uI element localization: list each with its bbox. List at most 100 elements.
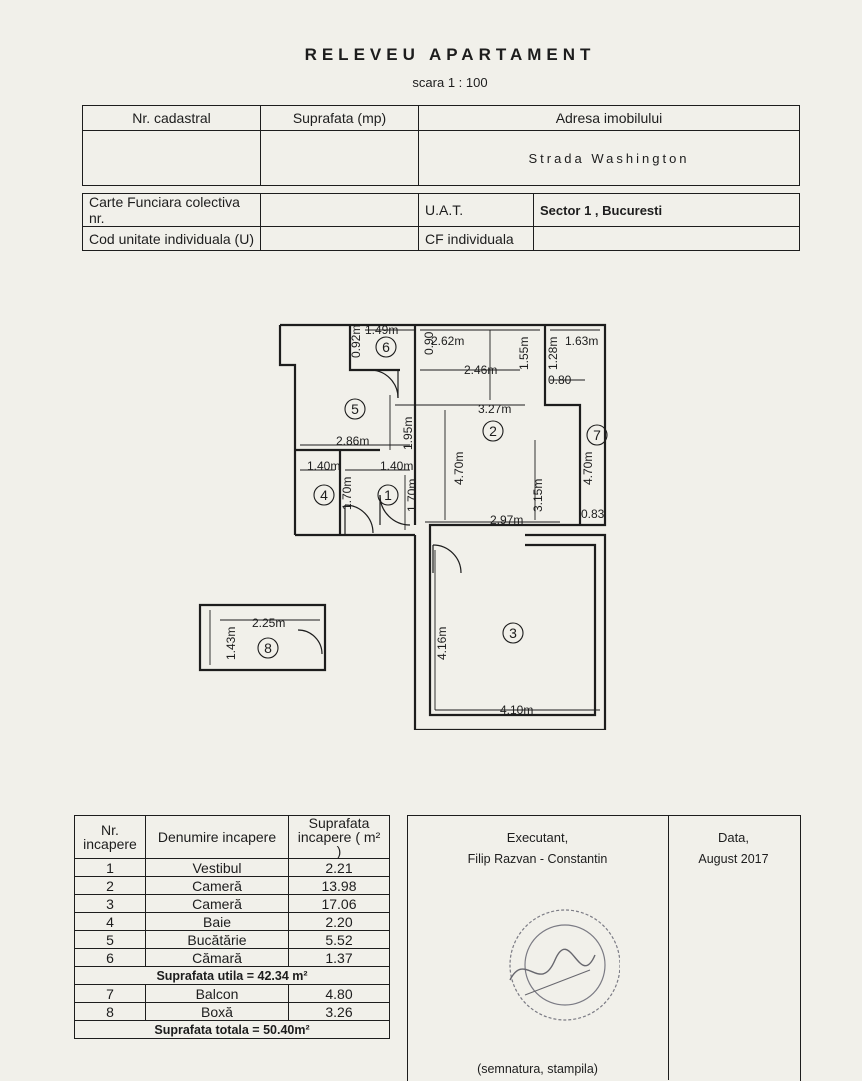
room-area: 5.52 [288, 930, 390, 949]
table-row: 1 Vestibul 2.21 [74, 858, 390, 877]
col-room-name: Denumire incapere [145, 815, 289, 859]
room-name: Boxă [145, 1002, 289, 1021]
room-name: Cameră [145, 894, 289, 913]
dim-label: 0.92m [349, 325, 363, 358]
dim-label: 4.16m [435, 627, 449, 660]
dim-label: 1.40m [380, 459, 413, 473]
room-nr: 1 [74, 858, 146, 877]
stamp-image [509, 909, 620, 1021]
room-number-5: 5 [351, 401, 359, 417]
address-header: Adresa imobilului [418, 105, 800, 131]
dim-label: 1.55m [517, 337, 531, 370]
room-number-3: 3 [509, 625, 517, 641]
cf-collective-label: Carte Funciara colectiva nr. [82, 193, 261, 227]
cadastral-number-header: Nr. cadastral [82, 105, 261, 131]
dim-label: 0.80 [548, 373, 572, 387]
room-number-8: 8 [264, 640, 272, 656]
room-number-1: 1 [384, 487, 392, 503]
surface-value [260, 130, 419, 186]
dim-label: 1.40m [307, 459, 340, 473]
date-heading: Data, [717, 830, 750, 845]
room-area: 17.06 [288, 894, 390, 913]
plan-walls [198, 323, 607, 730]
executant-heading: Executant, [506, 830, 569, 845]
executant-name: Filip Razvan - Constantin [467, 852, 608, 866]
address-value: Strada Washington [418, 130, 800, 186]
door-swings [297, 369, 462, 655]
executant-divider [668, 815, 669, 1080]
room-name: Bucătărie [145, 930, 289, 949]
room-nr: 6 [74, 948, 146, 967]
unit-code-label: Cod unitate individuala (U) [82, 226, 261, 251]
room-numbers: 1 2 3 4 5 6 7 8 [264, 339, 601, 656]
dim-label: 0.90 [422, 331, 436, 355]
room-area: 3.26 [288, 1002, 390, 1021]
table-row: 8 Boxă 3.26 [74, 1002, 390, 1021]
col-room-number: Nr. incapere [74, 815, 146, 859]
room-name: Vestibul [145, 858, 289, 877]
room-nr: 3 [74, 894, 146, 913]
rooms-area-table: Nr. incapere Denumire incapere Suprafata… [74, 815, 390, 1039]
table-row: 4 Baie 2.20 [74, 912, 390, 931]
land-registry-table: Carte Funciara colectiva nr. U.A.T. Sect… [82, 193, 800, 251]
date-value: August 2017 [698, 852, 769, 866]
table-row: 6 Cămară 1.37 [74, 948, 390, 967]
floor-plan: 1.49m 0.92m 0.90 2.62m 1.55m 1.28m 1.63m… [198, 323, 608, 730]
table-row: 3 Cameră 17.06 [74, 894, 390, 913]
dim-label: 3.15m [531, 479, 545, 512]
dim-label: 1.70m [340, 477, 354, 510]
room-name: Baie [145, 912, 289, 931]
room-number-6: 6 [382, 339, 390, 355]
table-row: 7 Balcon 4.80 [74, 984, 390, 1003]
grand-area-total: Suprafata totala = 50.40m² [74, 1020, 390, 1039]
dim-label: 1.63m [565, 334, 598, 348]
cadastral-number-value [82, 130, 261, 186]
room-number-7: 7 [593, 427, 601, 443]
dim-label: 4.10m [500, 703, 533, 717]
dim-label: 2.97m [490, 513, 523, 527]
room-area: 4.80 [288, 984, 390, 1003]
room-number-4: 4 [320, 487, 328, 503]
room-nr: 8 [74, 1002, 146, 1021]
room-number-2: 2 [489, 423, 497, 439]
room-area: 1.37 [288, 948, 390, 967]
dim-label: 3.27m [478, 402, 511, 416]
dim-label: 4.70m [581, 452, 595, 485]
dimension-labels: 1.49m 0.92m 0.90 2.62m 1.55m 1.28m 1.63m… [224, 323, 605, 717]
unit-code-value [260, 226, 419, 251]
surface-header: Suprafata (mp) [260, 105, 419, 131]
dim-label: 4.70m [452, 452, 466, 485]
dim-label: 2.25m [252, 616, 285, 630]
dim-label: 1.49m [365, 323, 398, 337]
room-nr: 2 [74, 876, 146, 895]
room-area: 2.20 [288, 912, 390, 931]
dim-label: 2.86m [336, 434, 369, 448]
document-scale: scara 1 : 100 [412, 75, 488, 90]
cadastral-info-table: Nr. cadastral Suprafata (mp) Adresa imob… [82, 105, 800, 186]
signature-note: (semnatura, stampila) [477, 1062, 598, 1076]
room-markers [257, 336, 608, 659]
dim-label: 1.70m [405, 479, 419, 512]
dim-label: 2.46m [464, 363, 497, 377]
dim-label: 1.95m [401, 417, 415, 450]
cf-collective-value [260, 193, 419, 227]
cf-individual-value [533, 226, 800, 251]
col-room-area: Suprafata incapere ( m² ) [288, 815, 390, 859]
document-title: RELEVEU APARTAMENT [304, 45, 596, 64]
room-area: 2.21 [288, 858, 390, 877]
useful-area-total: Suprafata utila = 42.34 m² [74, 966, 390, 985]
room-nr: 4 [74, 912, 146, 931]
uat-value: Sector 1 , Bucuresti [533, 193, 800, 227]
room-nr: 5 [74, 930, 146, 949]
table-row: 5 Bucătărie 5.52 [74, 930, 390, 949]
room-area: 13.98 [288, 876, 390, 895]
executant-box [407, 815, 801, 1081]
dim-label: 1.28m [546, 337, 560, 370]
dimension-lines [209, 329, 600, 711]
room-name: Cameră [145, 876, 289, 895]
table-row: 2 Cameră 13.98 [74, 876, 390, 895]
room-nr: 7 [74, 984, 146, 1003]
cf-individual-label: CF individuala [418, 226, 534, 251]
dim-label: 2.62m [431, 334, 464, 348]
dim-label: 0.83 [581, 507, 605, 521]
